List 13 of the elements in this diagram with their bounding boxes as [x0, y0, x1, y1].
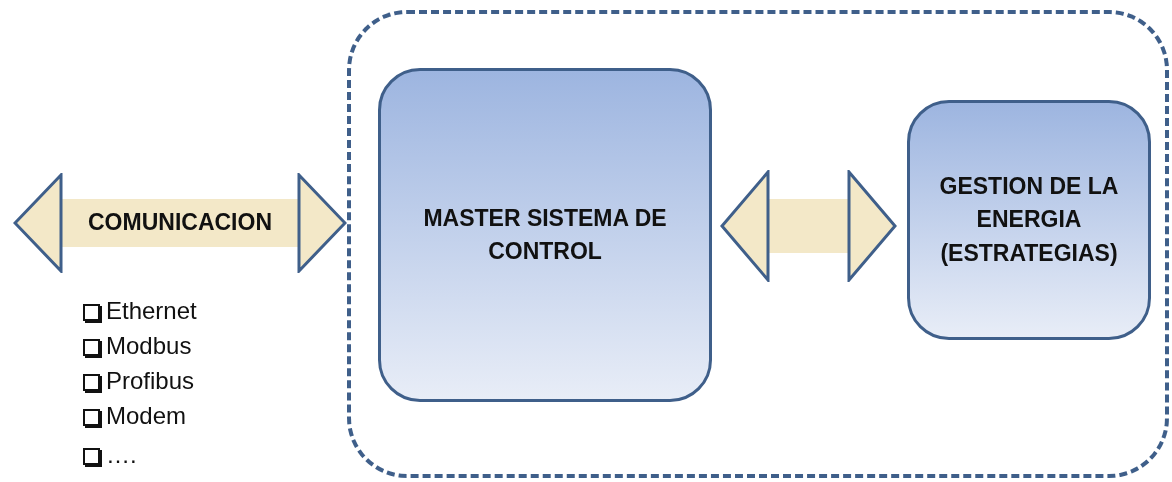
process-box: [907, 100, 1151, 340]
list-item: Ethernet: [106, 297, 197, 325]
double-arrow: [720, 170, 897, 282]
box-label: GESTION DE LA ENERGIA (ESTRATEGIAS): [938, 172, 1120, 268]
double-arrow: [13, 173, 347, 273]
edge-label: COMUNICACION: [88, 209, 272, 236]
list-item: Profibus: [106, 367, 195, 395]
list-item: ….: [106, 441, 137, 469]
box-label: MASTER SISTEMA DE CONTROL: [422, 203, 668, 266]
list-item: Modbus: [106, 332, 192, 360]
dashed-group-outline: [347, 10, 1169, 478]
list-item: Modem: [106, 402, 187, 430]
process-box: [378, 68, 712, 402]
